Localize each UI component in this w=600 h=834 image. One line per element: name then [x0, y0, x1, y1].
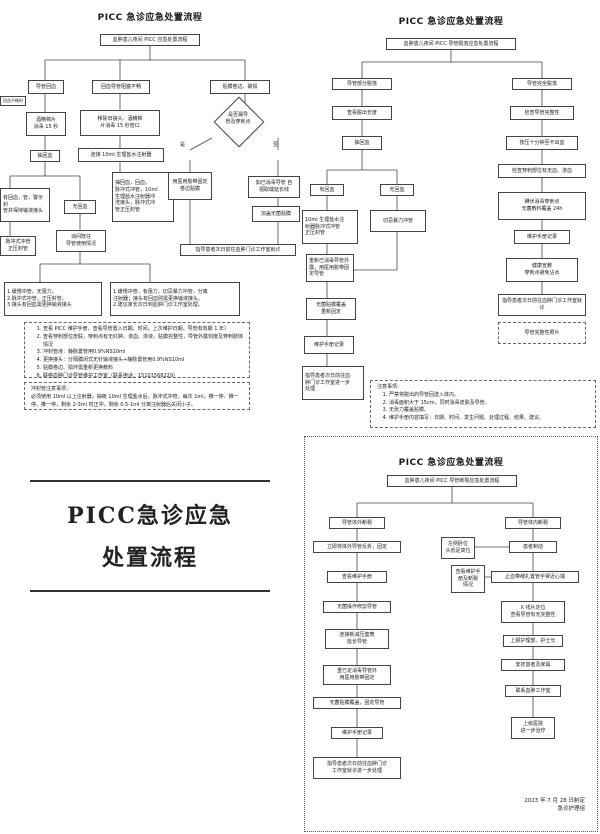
panel-dislodge-flow: PICC 急诊应急处置流程 血肿患儿夜间 PICC 导管脱落应急处置流程 导管部…	[302, 0, 600, 430]
flow-connectors	[326, 50, 543, 366]
cardiac-box: 贴膜卷边、破损	[210, 80, 270, 94]
footer-date: 2023 年 7 月 28 日制定	[524, 798, 585, 804]
view-record-box: 查看维护手册	[327, 571, 387, 583]
guide-left-box: 指导患者次日前往血 肿门诊工作室进一步 处理	[302, 366, 364, 400]
contact-box: 联系血肿工作室	[505, 685, 561, 697]
internal-box: 导管体内断裂	[505, 517, 561, 529]
check-site-box: 检查穿刺部位有无血、渗血	[498, 164, 586, 178]
decision-text: 是否漏导 管及穿刺点	[225, 112, 251, 125]
side-label-box: 回血不畅时	[0, 96, 26, 106]
self-box: 健康宣教 穿刺点避免沾水	[506, 258, 578, 282]
note-item: 查看 PICC 维护手册，查看导管置入日期，时间，上次维护日期，导管有效期 1 …	[43, 326, 243, 334]
cover-title-line2: 处置流程	[101, 545, 198, 571]
page-title: PICC 急诊应急处置流程	[398, 458, 504, 468]
transfer-box: 上级医院 进一步治疗	[511, 717, 555, 739]
record-left-box: 维护手册记录	[304, 336, 354, 354]
list-right-box: 1.缓慢冲管，有阻力，切忌暴力冲管，分离 注射器；接头有回血则需更换输液接头。 …	[110, 282, 240, 316]
list-left-box: 1.缓慢冲管，无阻力。 2.脉冲式冲管，正压封管。 3.接头有回血需更换输液接头	[4, 282, 102, 316]
no-back-box: 无回血	[64, 200, 96, 214]
cannot-draw-box: 回血导管阻塞不畅	[92, 80, 150, 94]
page-title: PICC 急诊应急处置流程	[398, 17, 504, 27]
gauze-box: 碘伏消毒穿刺点 无菌敷料覆盖 24h	[498, 192, 586, 220]
left-limb-box: 左侧卧位 头低足高位	[441, 537, 475, 559]
flush-note-text: 必须使用 10ml 以上注射器，抽吸 10ml 生理盐水后，脉冲式冲管，每次 1…	[31, 393, 239, 408]
top-box: 血肿患儿夜间 PICC 导管断裂应急处置流程	[387, 475, 517, 487]
note-item: 无张力覆盖贴膜。	[389, 407, 589, 415]
catheter-out-box: 导管回血	[28, 80, 64, 94]
flush-syringe-box: 连接 10ml 生理盐水注射器	[78, 148, 164, 162]
notes-box: 查看 PICC 维护手册，查看导管置入日期，时间，上次维护日期，导管有效期 1 …	[24, 322, 250, 381]
remove-blood-box: 安抚患者及家属	[501, 659, 565, 671]
press-box: 按压十分钟至不出血	[506, 136, 578, 150]
immediate-box: 立即将体外导管反折，固定	[313, 541, 401, 553]
hospital-box: 用医用胶带固定 卷边贴膜	[168, 172, 212, 200]
top-box: 血肿患儿夜间 PICC 应急处置流程	[100, 34, 200, 46]
remove-dressing-box: 加盖无菌贴膜	[252, 206, 300, 222]
top-box: 血肿患儿夜间 PICC 导管脱落应急处置流程	[386, 38, 516, 50]
has-back-box: 有回血，管，警示封 管并保持输液接头	[0, 188, 50, 222]
flush-back-box: 抽回血	[30, 150, 60, 162]
panel-bleeding-flow: PICC 急诊应急处置流程 血肿患儿夜间 PICC 应急处置流程 导管回血 回血…	[0, 0, 300, 418]
note-item: 贴膜卷边、损坏需重新更换敷料	[43, 365, 243, 373]
notes-box: 注意事项： 严禁将脱出的导管回送入体内。 消毒面积大于 15cm，同时消毒皮肤及…	[370, 380, 596, 428]
photo-box: 导管完整性照片	[498, 322, 586, 344]
note-item: 严禁将脱出的导管回送入体内。	[389, 392, 589, 400]
flush-note-title: 冲封管注意事项：	[31, 386, 72, 392]
fix-box: 重已定消毒导管外 用医用胶带固定	[323, 665, 391, 685]
page-title: PICC 急诊应急处置流程	[97, 13, 203, 23]
ask-cause-box: 询问既往 导管使用情况	[56, 230, 106, 252]
footer: 2023 年 7 月 28 日制定 急诊护理组	[524, 797, 585, 814]
note-item: 维护手册内容填写：日期、时间、发生问题、处理过程、结果、建议。	[389, 415, 589, 423]
flow-connectors	[356, 487, 534, 757]
panel-title-card: PICC急诊应急 处置流程	[0, 430, 300, 834]
flow-connectors	[9, 46, 279, 282]
check-length-box: 查看脱出长度	[332, 106, 392, 120]
cover-title-line1: PICC急诊应急	[67, 503, 233, 529]
dressing-box: 无菌贴膜覆盖 重新固定	[306, 298, 356, 320]
alcohol-box: 酒精棉片 消毒 15 秒	[26, 112, 66, 136]
report-box: 上报护理部、护士长	[503, 635, 563, 647]
note-item: 查看穿刺部位皮肤，穿刺点有无红肿、渗血、渗液，贴膜完整性，导管外露刻度及穿刺肢体…	[43, 334, 243, 350]
partial-box: 导管部分脱落	[332, 78, 392, 90]
connect-box: 连接新减压套筒 延长导管	[325, 629, 389, 649]
sterile-cut-box: 无菌操作修剪导管	[323, 601, 391, 613]
no-force-box: 切忌暴力冲管	[370, 210, 426, 232]
note-item: 联络血肿门诊导管维护工作室（联系电话：15101568229）	[43, 373, 243, 381]
guide-right-box: 指导患者次日前往血肿门诊工作室就诊	[498, 294, 586, 316]
top-rule	[30, 480, 270, 482]
tourniquet-box: 止血带缚扎置管手臂近心端	[491, 571, 579, 583]
remove-connector-box: 移除旧接头，酒精棉 片消毒 15 秒管口	[80, 110, 160, 136]
record-box: 维护手册记录	[331, 727, 383, 739]
guide-box: 指导患者次日前往血肿门诊 工作室就诊进一步处理	[313, 757, 401, 779]
stop-bleed-box: 如已消毒导管 自 视取或延长线	[248, 176, 300, 198]
pulse-box: 抽回血，回血， 脉冲式冲管，10ml 生理盐水注射器冲 洗接头，脉冲式冲 管正压…	[112, 172, 174, 222]
note-item: 消毒面积大于 15cm，同时消毒皮肤及导管。	[389, 400, 589, 408]
external-box: 导管体外断裂	[329, 517, 385, 529]
footer-dept: 急诊护理组	[557, 806, 585, 813]
flush-note-box: 冲封管注意事项： 必须使用 10ml 以上注射器，抽吸 10ml 生理盐水后，脉…	[24, 382, 250, 410]
pulse2-box: 脉冲式冲管 正压封管	[0, 236, 36, 256]
dressing-box: 无菌贴膜覆盖，固定导管	[313, 697, 401, 709]
has-back-box: 有回血	[310, 184, 344, 196]
clean-box: 重新已消毒导管外 露，用医用胶带固 定导管	[306, 254, 354, 282]
notes-title: 注意事项：	[377, 384, 403, 390]
full-box: 导管完全脱落	[512, 78, 572, 90]
panel-break-flow: PICC 急诊应急处置流程 血肿患儿夜间 PICC 导管断裂应急处置流程 导管体…	[304, 436, 598, 832]
view-record2-box: 查看维护手 册及断裂 情况	[451, 565, 485, 593]
note-item: 冲封管液：静脉置管用0.9%NS10ml	[43, 349, 243, 357]
bottom-rule	[30, 590, 270, 592]
no-back-box: 无回血	[380, 184, 414, 196]
ten-ml-box: 10ml 生理盐水注 射器脉冲式冲管 正压封管	[302, 210, 358, 244]
notify-box: 患者制动	[509, 541, 557, 553]
guide-box: 指导患者次日前往血肿门诊工作室就诊	[180, 244, 296, 256]
yes-label: 是	[180, 142, 186, 148]
check-tip-box: 检查导管完整性	[510, 106, 574, 120]
xray-box: X 线片定位 查看导管有无完整性	[501, 601, 565, 623]
record-right-box: 维护手册记录	[514, 230, 570, 244]
pull-back-box: 抽回血	[342, 136, 382, 150]
note-item: 更换接头：分隔膜闭式无针输液接头+静脉置管用0.9%NS10ml	[43, 357, 243, 365]
no-label: 否	[273, 142, 279, 148]
